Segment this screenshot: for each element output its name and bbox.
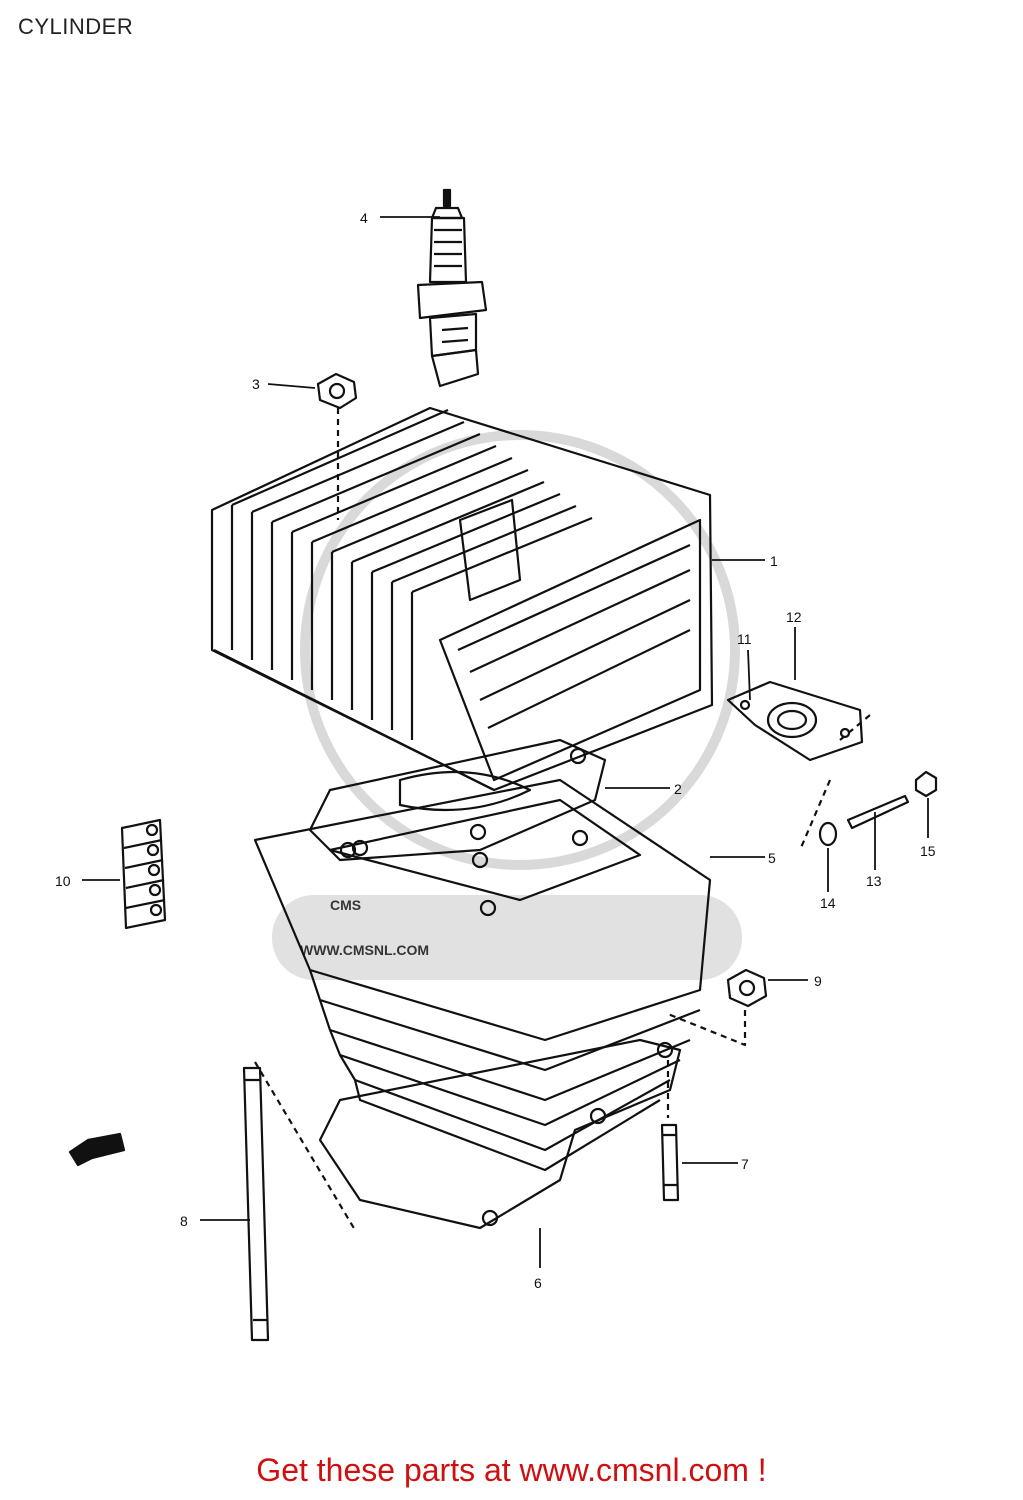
callout-5: 5 — [768, 850, 776, 866]
leader-lines — [82, 216, 929, 1268]
rubber-damper — [120, 818, 167, 930]
intake-nut — [914, 770, 938, 798]
long-stud — [242, 1061, 356, 1342]
short-stud — [660, 1060, 680, 1202]
callout-1: 1 — [770, 553, 778, 569]
callout-11: 11 — [737, 631, 752, 647]
base-gasket — [318, 1038, 682, 1230]
watermark-url-text: WWW.CMSNL.COM — [300, 942, 429, 958]
parts-shop-link-text[interactable]: Get these parts at www.cmsnl.com ! — [256, 1452, 767, 1488]
spark-plug — [416, 188, 488, 388]
callout-14: 14 — [820, 895, 836, 911]
intake-bolt — [846, 794, 910, 830]
callout-6: 6 — [534, 1275, 542, 1291]
cylinder-head — [210, 406, 714, 792]
watermark-logo-text: CMS — [330, 897, 361, 913]
intake-washer — [818, 821, 838, 847]
callout-12: 12 — [786, 609, 802, 625]
callout-9: 9 — [814, 973, 822, 989]
callout-4: 4 — [360, 210, 368, 226]
page-title: CYLINDER — [18, 14, 134, 39]
callout-8: 8 — [180, 1213, 188, 1229]
parts-shop-link[interactable]: Get these parts at www.cmsnl.com ! — [0, 1452, 1023, 1489]
head-gasket — [308, 738, 607, 862]
cylinder-nut — [667, 968, 768, 1047]
front-arrow-icon — [68, 1132, 126, 1167]
callout-3: 3 — [252, 376, 260, 392]
callout-numbers: 1 2 3 4 5 6 7 8 9 10 11 12 13 14 15 — [55, 210, 936, 1291]
head-nut — [316, 372, 358, 520]
callout-13: 13 — [866, 873, 882, 889]
cylinder-barrel — [253, 778, 712, 1172]
callout-15: 15 — [920, 843, 936, 859]
callout-10: 10 — [55, 873, 71, 889]
intake-pipe — [726, 680, 871, 851]
callout-2: 2 — [674, 781, 682, 797]
callout-7: 7 — [741, 1156, 749, 1172]
